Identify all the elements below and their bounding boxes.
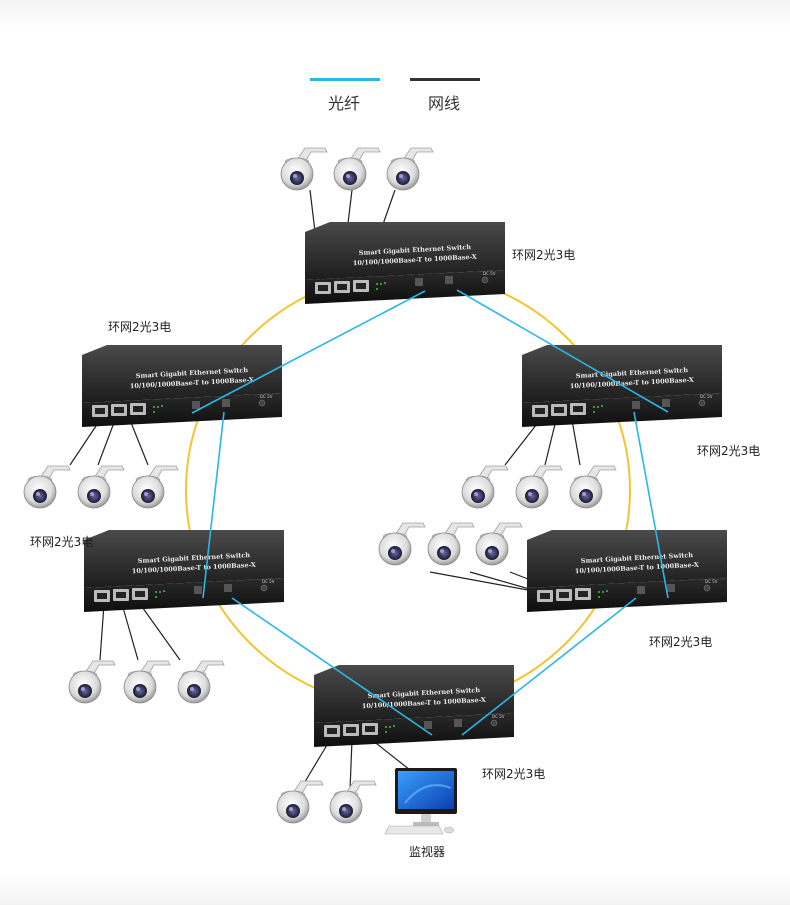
monitor-icon [384, 768, 457, 835]
node-label-left-lower: 环网2光3电 [30, 535, 94, 549]
camera-icon [68, 660, 116, 704]
node-label-right-lower: 环网2光3电 [649, 635, 713, 649]
switch-left-upper [81, 344, 283, 428]
camera-icon [378, 522, 426, 566]
camera-icon [276, 780, 324, 824]
camera-icon [427, 522, 475, 566]
node-label-top: 环网2光3电 [512, 248, 576, 262]
switch-top [304, 221, 506, 305]
fiber-legend-label: 光纤 [328, 94, 361, 113]
cable-legend-line [410, 78, 480, 81]
camera-icon [123, 660, 171, 704]
bottom-shadow-band [0, 875, 790, 905]
node-label-right-upper: 环网2光3电 [697, 444, 761, 458]
camera-icon [475, 522, 523, 566]
camera-icon [177, 660, 225, 704]
node-label-left-upper: 环网2光3电 [108, 320, 172, 334]
cable-legend-label: 网线 [428, 94, 461, 113]
camera-icon [515, 465, 563, 509]
fiber-cables [191, 289, 669, 736]
top-shadow-band [0, 0, 790, 28]
switch-right-lower [526, 529, 728, 613]
monitor-label: 监视器 [409, 845, 446, 859]
camera-icon [23, 465, 71, 509]
camera-icon [329, 780, 377, 824]
camera-icon [131, 465, 179, 509]
switch-left-lower [83, 529, 285, 613]
switch-bottom [313, 664, 515, 748]
camera-icon [569, 465, 617, 509]
ring-connection [185, 271, 631, 709]
fiber-legend-line [310, 78, 380, 81]
camera-icon [461, 465, 509, 509]
camera-icon [333, 147, 381, 191]
camera-icon [280, 147, 328, 191]
camera-icon [386, 147, 434, 191]
camera-icon [77, 465, 125, 509]
node-label-bottom: 环网2光3电 [482, 767, 546, 781]
